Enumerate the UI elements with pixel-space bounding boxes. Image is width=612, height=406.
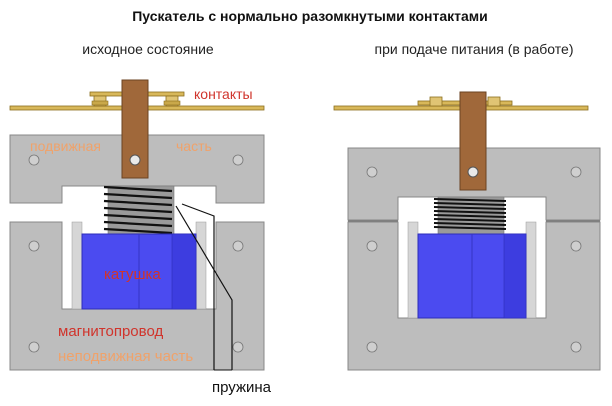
right-hole-1 (366, 166, 378, 178)
left-hole-4 (232, 240, 244, 252)
right-spring (433, 198, 507, 230)
spring-leader-1 (175, 205, 233, 370)
left-coil-side (171, 233, 197, 310)
right-hole-5 (366, 341, 378, 353)
left-contactor: контакты подвижная часть катушка магнито… (9, 79, 272, 396)
right-hole-3 (366, 240, 378, 252)
left-stem-pin (129, 154, 141, 166)
left-core-inner-right (195, 221, 207, 310)
diagram-title: Пускатель с нормально разомкнутыми конта… (132, 8, 488, 24)
left-spring (103, 185, 173, 235)
label-fixed-part: неподвижная часть (58, 348, 193, 365)
left-core-inner-left (71, 221, 83, 310)
right-core-inner-left (407, 221, 419, 319)
spring-leader-2 (181, 203, 215, 370)
left-hole-1 (28, 154, 40, 166)
left-hole-5 (28, 341, 40, 353)
right-core-inner-right (525, 221, 537, 319)
label-moving-part-2: часть (176, 138, 212, 154)
right-hole-2 (570, 166, 582, 178)
left-hole-6 (232, 341, 244, 353)
label-spring: пружина (212, 379, 272, 396)
right-hole-4 (570, 240, 582, 252)
label-contacts: контакты (194, 86, 253, 102)
label-coil: катушка (104, 266, 161, 283)
left-fixed-core (9, 221, 265, 371)
label-magnetic-core: магнитопровод (58, 323, 163, 340)
right-hole-6 (570, 341, 582, 353)
right-stem-pin (467, 166, 479, 178)
right-fixed-core (347, 221, 601, 371)
left-caption: исходное состояние (82, 41, 214, 57)
right-contact-tip-1 (429, 96, 443, 107)
right-caption: при подаче питания (в работе) (375, 41, 574, 57)
left-hole-3 (28, 240, 40, 252)
right-contact-tip-2 (487, 96, 501, 107)
left-contact-plate-2 (163, 100, 181, 106)
left-contact-plate-1 (91, 100, 109, 106)
label-moving-part-1: подвижная (30, 138, 101, 154)
left-hole-2 (232, 154, 244, 166)
right-coil-side (503, 233, 527, 319)
right-contactor (333, 91, 601, 371)
